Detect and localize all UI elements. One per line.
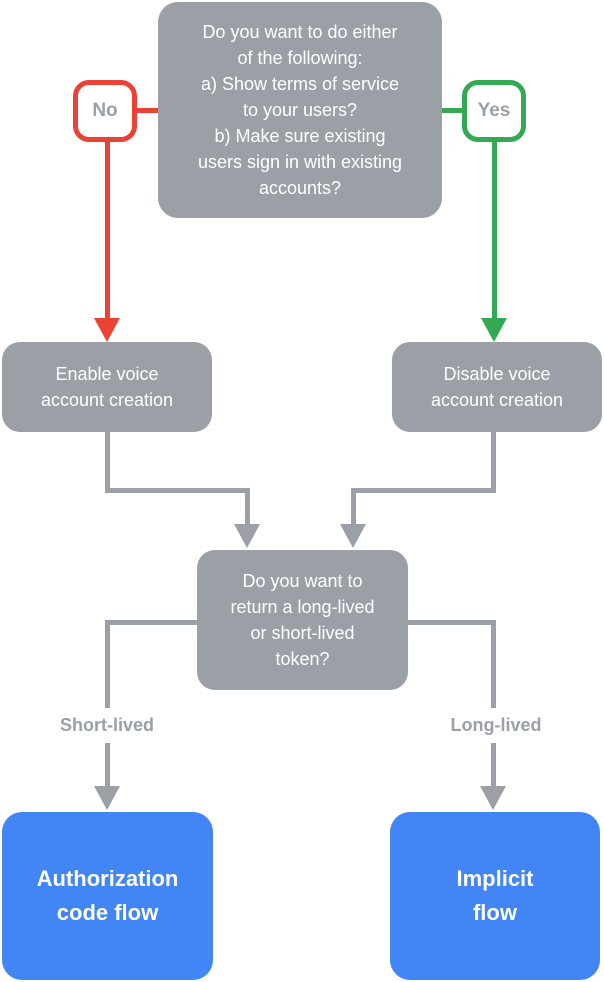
yes-branch-vertical-line: [492, 140, 497, 320]
long-lived-arrowhead-icon: [480, 786, 506, 810]
authorization-code-flow-box: Authorization code flow: [2, 812, 213, 980]
long-lived-label: Long-lived: [412, 708, 580, 743]
short-lived-arrowhead-icon: [94, 786, 120, 810]
short-lived-vertical-line: [105, 620, 110, 787]
implicit-flow-box: Implicit flow: [390, 812, 600, 980]
no-badge: No: [73, 80, 137, 142]
no-branch-vertical-line: [105, 140, 110, 320]
disable-voice-account-creation-box: Disable voice account creation: [392, 342, 602, 432]
question-box-token-lifetime: Do you want to return a long-lived or sh…: [197, 550, 408, 690]
yes-branch-arrowhead-icon: [481, 318, 507, 342]
enable-to-question2-arrowhead-icon: [234, 524, 260, 548]
enable-to-question2-horizontal-line: [105, 488, 250, 493]
enable-voice-account-creation-box: Enable voice account creation: [2, 342, 212, 432]
short-lived-label: Short-lived: [23, 708, 191, 743]
disable-to-question2-arrowhead-icon: [340, 524, 366, 548]
disable-to-question2-horizontal-line: [351, 488, 496, 493]
disable-to-question2-vertical-line: [491, 432, 496, 493]
enable-to-question2-vertical-line: [105, 432, 110, 493]
long-lived-vertical-line: [491, 620, 496, 787]
yes-branch-horizontal-line: [442, 108, 462, 113]
no-branch-arrowhead-icon: [94, 318, 120, 342]
question-box-terms-of-service: Do you want to do either of the followin…: [158, 2, 442, 218]
no-branch-horizontal-line: [137, 108, 158, 113]
yes-badge: Yes: [462, 80, 526, 142]
short-lived-horizontal-line: [107, 620, 197, 625]
enable-to-question2-drop-line: [245, 488, 250, 526]
disable-to-question2-drop-line: [351, 488, 356, 526]
long-lived-horizontal-line: [408, 620, 496, 625]
